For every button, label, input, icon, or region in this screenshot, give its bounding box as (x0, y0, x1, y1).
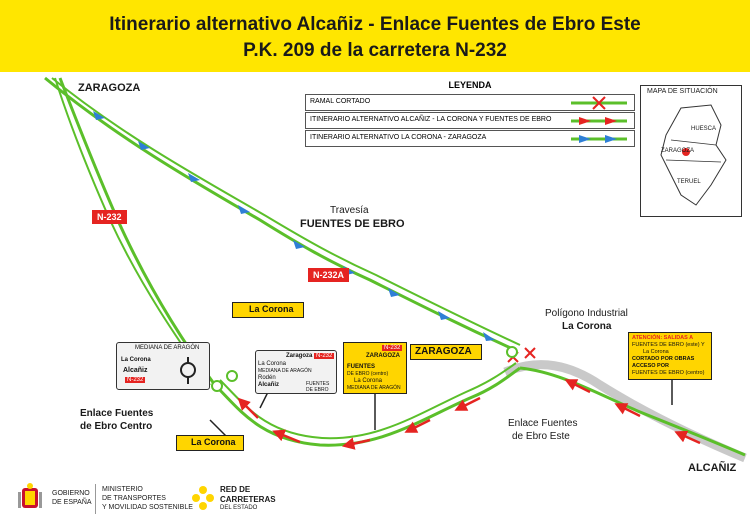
title-band: Itinerario alternativo Alcañiz - Enlace … (0, 0, 750, 72)
sign-c-dest3: La Corona (354, 378, 383, 384)
sign-a-panel: MEDIANA DE ARAGÓN La Corona Alcañiz N-23… (116, 342, 210, 390)
footer: GOBIERNO DE ESPAÑA MINISTERIO DE TRANSPO… (0, 472, 750, 531)
sign-b-road: N-232 (314, 353, 335, 359)
footer-gob-2: DE ESPAÑA (52, 499, 92, 506)
sign-d-l5: ACCESO POR (632, 363, 669, 369)
tag-n232a: N-232A (308, 268, 350, 282)
legend-row-red: ITINERARIO ALTERNATIVO ALCAÑIZ - LA CORO… (305, 112, 635, 129)
sign-a-mid: Alcañiz (123, 367, 148, 374)
enlace-este-label-1: Enlace Fuentes (508, 418, 578, 429)
sign-b-panel: Zaragoza N-232 La Corona MEDIANA DE ARAG… (255, 350, 337, 394)
sign-c-road: N-232 (382, 345, 403, 351)
legend-closed-symbol (571, 96, 627, 110)
sign-d-l4: CORTADO POR OBRAS (632, 356, 695, 362)
sign-d-l1: ATENCIÓN: SALIDAS A (632, 335, 694, 341)
sign-zaragoza: ZARAGOZA (410, 344, 482, 360)
sign-b-l2: MEDIANA DE ARAGÓN (258, 368, 312, 374)
footer-min-2: DE TRANSPORTES (102, 495, 166, 502)
east-link (519, 366, 746, 457)
enlace-centro-label-1: Enlace Fuentes (80, 408, 154, 419)
footer-gob-1: GOBIERNO (52, 490, 90, 497)
sign-pointers (209, 378, 673, 441)
junction-este (506, 346, 518, 358)
sign-a-left: La Corona (121, 357, 151, 363)
place-zaragoza: ZARAGOZA (78, 82, 141, 94)
sign-d-panel: ATENCIÓN: SALIDAS A FUENTES DE EBRO (est… (628, 332, 712, 380)
legend-row-blue: ITINERARIO ALTERNATIVO LA CORONA - ZARAG… (305, 130, 635, 147)
enlace-este-label-2: de Ebro Este (512, 431, 570, 442)
sign-a-roundabout-icon (180, 357, 196, 384)
map-title: Itinerario alternativo Alcañiz - Enlace … (109, 14, 641, 35)
footer-red-2: CARRETERAS (220, 495, 276, 504)
place-travesia: Travesía (330, 205, 369, 216)
sign-c-dest3b: MEDIANA DE ARAGÓN (347, 385, 401, 391)
legend-title: LEYENDA (448, 80, 492, 90)
place-la-corona: La Corona (562, 321, 612, 332)
place-fuentes-de-ebro: FUENTES DE EBRO (300, 218, 405, 230)
legend-row-closed: RAMAL CORTADO (305, 94, 635, 111)
legend-label-red: ITINERARIO ALTERNATIVO ALCAÑIZ - LA CORO… (310, 116, 552, 123)
n232-road (58, 77, 217, 386)
legend: LEYENDA RAMAL CORTADO ITINERARIO ALTERNA… (305, 80, 635, 152)
sign-la-corona-bottom: La Corona (176, 435, 244, 451)
sign-c-dest2b: DE EBRO (centro) (347, 371, 389, 377)
footer-divider (95, 484, 96, 514)
footer-red-1: RED DE (220, 485, 251, 494)
tag-n232: N-232 (92, 210, 127, 224)
sign-la-corona-bottom-label: La Corona (191, 437, 236, 447)
sign-b-l5: FUENTES DE EBRO (306, 381, 330, 393)
sign-b-head: Zaragoza (286, 353, 313, 359)
southern-route (213, 366, 521, 447)
footer-min-1: MINISTERIO (102, 486, 143, 493)
sign-c-panel: N-232 ZARAGOZA FUENTES DE EBRO (centro) … (343, 342, 407, 394)
autovia-grey-road (503, 360, 747, 463)
footer-red-3: DEL ESTADO (220, 505, 258, 511)
minimap-zaragoza: ZARAGOZA (661, 148, 695, 154)
minimap-huesca: HUESCA (691, 126, 717, 132)
sign-c-dest1: ZARAGOZA (366, 353, 400, 359)
coat-of-arms-icon (18, 483, 42, 508)
sign-b-l4: Alcañiz (258, 382, 280, 388)
sign-d-l2: FUENTES DE EBRO (este) Y (632, 342, 705, 348)
red-itinerary-arrows (237, 379, 701, 450)
sign-zaragoza-label: ZARAGOZA (415, 346, 472, 357)
sign-a-top: MEDIANA DE ARAGÓN (135, 345, 200, 351)
legend-red-symbol (571, 117, 627, 125)
footer-min-3: Y MOVILIDAD SOSTENIBLE (102, 504, 193, 511)
sign-la-corona-top-label: La Corona (249, 304, 294, 314)
n232a-road-parallel (51, 77, 521, 346)
junction-centro (211, 380, 223, 392)
legend-label-closed: RAMAL CORTADO (310, 98, 371, 105)
minimap-teruel: TERUEL (677, 179, 701, 185)
junction-centro-2 (226, 370, 238, 382)
sign-b-l3: Rodén (258, 375, 276, 381)
sign-d-l3: La Corona (643, 349, 669, 355)
sign-b-l1: La Corona (258, 361, 287, 367)
red-carreteras-logo-icon (192, 486, 214, 510)
sign-c-dest2: FUENTES (347, 364, 376, 370)
sign-la-corona-top: La Corona (232, 302, 304, 318)
enlace-centro-label-2: de Ebro Centro (80, 421, 153, 432)
place-alcaniz: ALCAÑIZ (688, 462, 737, 474)
sign-d-l6: FUENTES DE EBRO (centro) (632, 370, 705, 376)
minimap-title: MAPA DE SITUACIÓN (647, 88, 718, 95)
place-poligono: Polígono Industrial (545, 308, 628, 319)
minimap-drawing (660, 104, 727, 206)
legend-label-blue: ITINERARIO ALTERNATIVO LA CORONA - ZARAG… (310, 134, 487, 141)
sign-a-road: N-232 (125, 377, 146, 383)
legend-blue-symbol (571, 135, 627, 143)
situation-minimap: MAPA DE SITUACIÓN HUESCA ZARAGOZA TERUEL (640, 85, 742, 217)
map-subtitle: P.K. 209 de la carretera N-232 (243, 40, 507, 61)
